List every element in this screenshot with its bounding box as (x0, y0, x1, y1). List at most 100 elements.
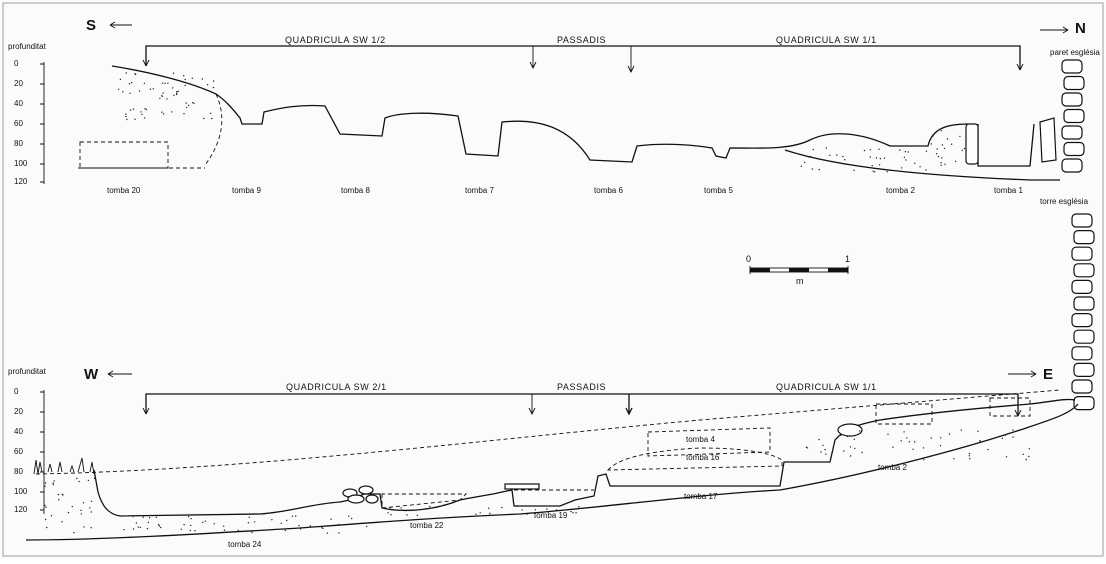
stipple-dot (254, 521, 256, 523)
tomb-22-stone (347, 494, 365, 504)
stipple-dot (138, 90, 141, 92)
bottom-tomb-label: tomba 16 (686, 453, 720, 462)
stipple-dot (479, 512, 481, 514)
stipple-dot (900, 167, 903, 169)
stipple-dot (93, 477, 96, 480)
stipple-dot (291, 515, 294, 517)
stipple-dot (158, 525, 161, 527)
stipple-dot (44, 518, 47, 521)
top-bracket-left-arrow-icon (142, 59, 150, 67)
stipple-dot (907, 151, 909, 153)
stipple-dot (237, 529, 239, 531)
top-depth-tick: 80 (14, 139, 23, 148)
bottom-passadis-arrow-left-icon (528, 394, 536, 416)
stipple-dot (188, 104, 190, 107)
stipple-dot (189, 529, 191, 532)
stipple-dot (137, 526, 139, 528)
stipple-dot (80, 513, 83, 515)
stipple-dot (963, 147, 966, 150)
stipple-dot (400, 507, 402, 509)
stipple-dot (44, 482, 47, 484)
masonry-stone (1073, 329, 1095, 344)
stipple-dot (977, 430, 979, 432)
stipple-dot (212, 80, 215, 82)
stipple-dot (878, 164, 881, 166)
masonry-stone (1073, 396, 1095, 411)
stipple-dot (155, 516, 157, 518)
stipple-dot (128, 83, 131, 85)
stipple-dot (223, 525, 225, 527)
stipple-dot (1028, 455, 1030, 458)
bottom-header-passadis: PASSADIS (557, 382, 606, 392)
stipple-dot (904, 151, 907, 153)
stipple-dot (160, 526, 162, 529)
masonry-stone (1073, 296, 1095, 311)
stipple-dot (521, 509, 523, 511)
stipple-dot (940, 162, 942, 164)
vegetation-roots (33, 457, 95, 475)
stipple-dot (125, 113, 127, 115)
tomb-20-outline (79, 141, 169, 169)
stipple-dot (387, 512, 389, 514)
stipple-dot (141, 113, 143, 116)
stipple-dot (351, 517, 353, 520)
stipple-dot (812, 148, 814, 151)
stipple-dot (878, 148, 880, 150)
tomb-1-cut (977, 123, 1035, 167)
stipple-dot (805, 446, 808, 448)
stipple-dot (939, 445, 942, 447)
stipple-dot (130, 82, 133, 84)
stipple-dot (284, 529, 286, 532)
stipple-dot (1025, 458, 1027, 461)
stipple-dot (831, 451, 834, 453)
masonry-stone (1061, 59, 1083, 74)
stipple-dot (903, 431, 905, 433)
stipple-dot (89, 507, 91, 509)
stipple-dot (183, 523, 185, 526)
stipple-dot (840, 434, 842, 436)
stipple-dot (161, 111, 163, 113)
stipple-dot (919, 166, 921, 168)
tomb-22-stone (365, 494, 379, 504)
bottom-original-ground-line (35, 389, 1061, 475)
top-depth-tick: 100 (14, 159, 28, 168)
stipple-dot (161, 82, 164, 84)
stipple-dot (132, 108, 135, 110)
top-passadis-arrow-right-icon (627, 46, 635, 74)
stipple-dot (903, 156, 906, 159)
stipple-dot (185, 106, 188, 109)
stipple-dot (83, 526, 85, 528)
bottom-depth-tick-marks (40, 391, 44, 511)
stipple-dot (44, 504, 46, 507)
stipple-dot (126, 118, 128, 121)
top-depth-tick-marks (40, 63, 44, 183)
top-header-passadis: PASSADIS (557, 35, 606, 45)
bottom-tomb-label: tomba 19 (534, 511, 568, 520)
bottom-header-sw-1-1: QUADRICULA SW 1/1 (776, 382, 877, 392)
stipple-dot (122, 91, 124, 93)
stipple-dot (78, 480, 80, 483)
stipple-dot (211, 117, 213, 120)
stipple-dot (213, 523, 215, 525)
bottom-bedrock-line (25, 403, 1079, 541)
stipple-dot (844, 159, 846, 161)
bottom-tomb-label: tomba 24 (228, 540, 262, 549)
stipple-dot (71, 505, 74, 508)
stipple-dot (76, 477, 78, 480)
tomb-16-outline (606, 447, 783, 471)
bottom-profile-line (93, 398, 1076, 517)
stipple-dot (45, 506, 47, 508)
south-arrow-icon (109, 21, 132, 29)
stipple-dot (948, 433, 951, 435)
stipple-dot (1012, 436, 1014, 438)
church-tower-label: torre església (1040, 197, 1089, 206)
masonry-stone (1063, 141, 1085, 157)
stipple-dot (526, 513, 528, 515)
top-bedrock-line (784, 149, 1060, 181)
stipple-dot (298, 524, 300, 527)
stipple-dot (899, 149, 901, 151)
stipple-dot (900, 440, 902, 442)
stipple-dot (280, 522, 282, 524)
stipple-dot (979, 440, 981, 442)
stipple-dot (501, 506, 503, 509)
